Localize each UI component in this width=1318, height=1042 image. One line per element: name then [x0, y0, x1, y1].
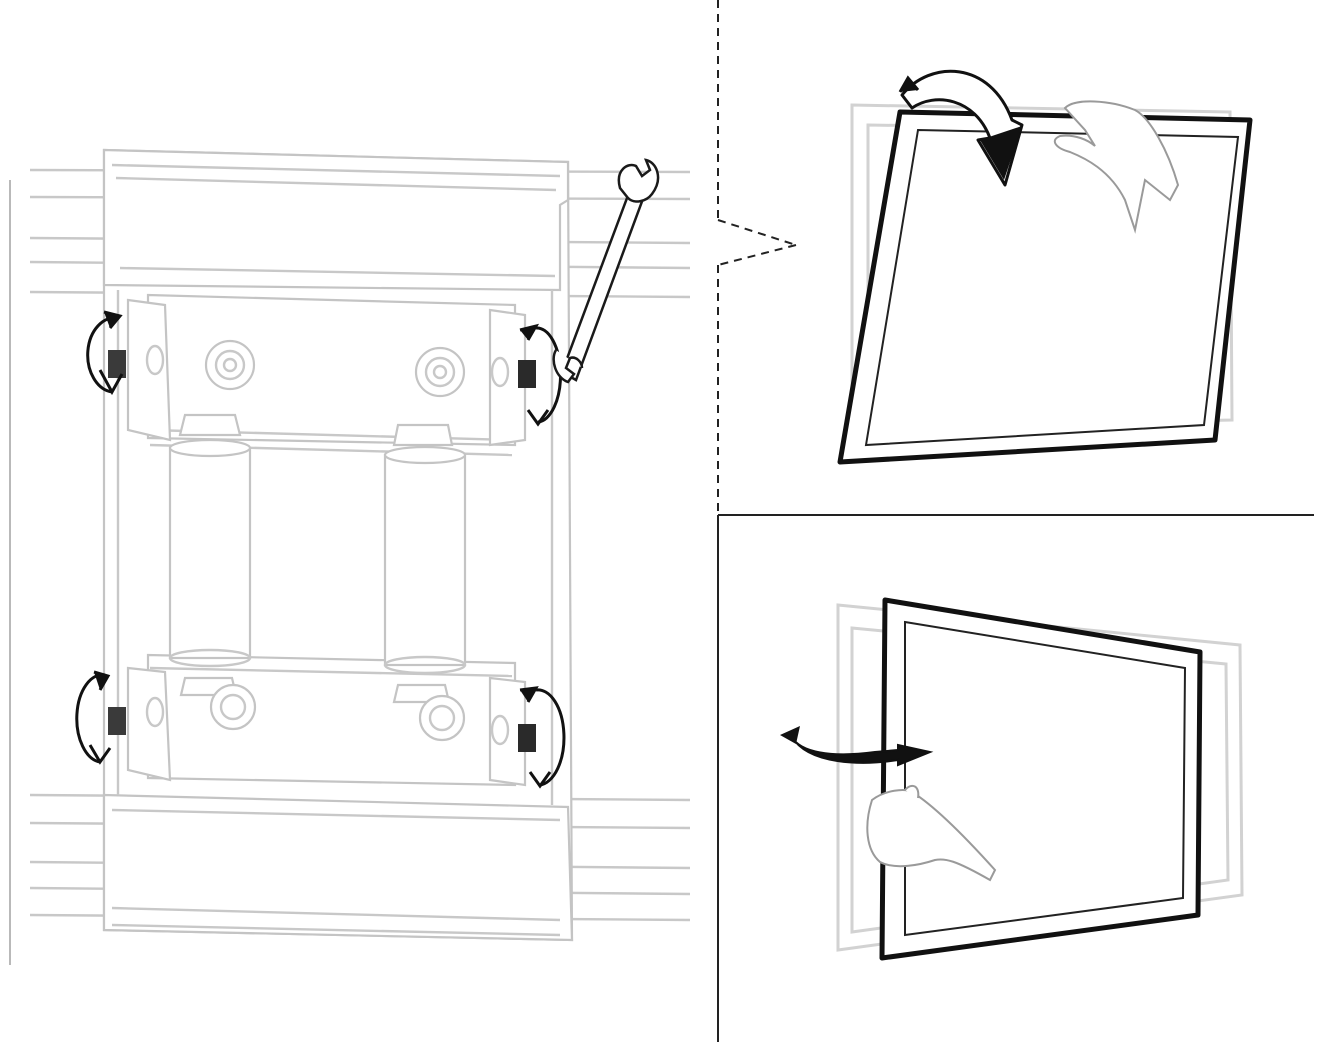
- bracket-adjustment-panel: [9, 148, 691, 965]
- nut: [204, 339, 256, 391]
- swiveled-screen-display: [904, 620, 1187, 937]
- top-hook: [102, 148, 570, 292]
- pivot-screw: [108, 344, 165, 378]
- pivot-screw: [490, 356, 536, 388]
- tilt-arrow-icon: [898, 69, 1024, 187]
- tilted-screen-display: [864, 128, 1240, 447]
- rotate-arrow-icon: [75, 670, 112, 765]
- bottom-hook: [102, 793, 574, 942]
- swivel-arrow-icon: [780, 726, 934, 767]
- hex-bolt: [178, 413, 242, 437]
- nut: [418, 694, 466, 742]
- panel-dividers: [717, 0, 1314, 1042]
- left-cylinder: [168, 438, 252, 668]
- hex-bolt: [392, 423, 454, 447]
- hand-icon: [1053, 100, 1180, 234]
- pivot-screw: [108, 696, 165, 735]
- rotate-arrow-icon: [86, 310, 124, 396]
- left-lower-arm: [126, 666, 172, 782]
- rotate-arrow-icon: [519, 686, 566, 789]
- right-cylinder: [383, 445, 467, 675]
- pivot-screw: [490, 714, 536, 752]
- wrench-icon: [552, 158, 660, 384]
- nut: [414, 346, 466, 398]
- screen-original-position: [836, 603, 1244, 952]
- tilt-adjustment-panel: [837, 69, 1253, 465]
- nut: [209, 683, 257, 731]
- swivel-adjustment-panel: [780, 597, 1244, 961]
